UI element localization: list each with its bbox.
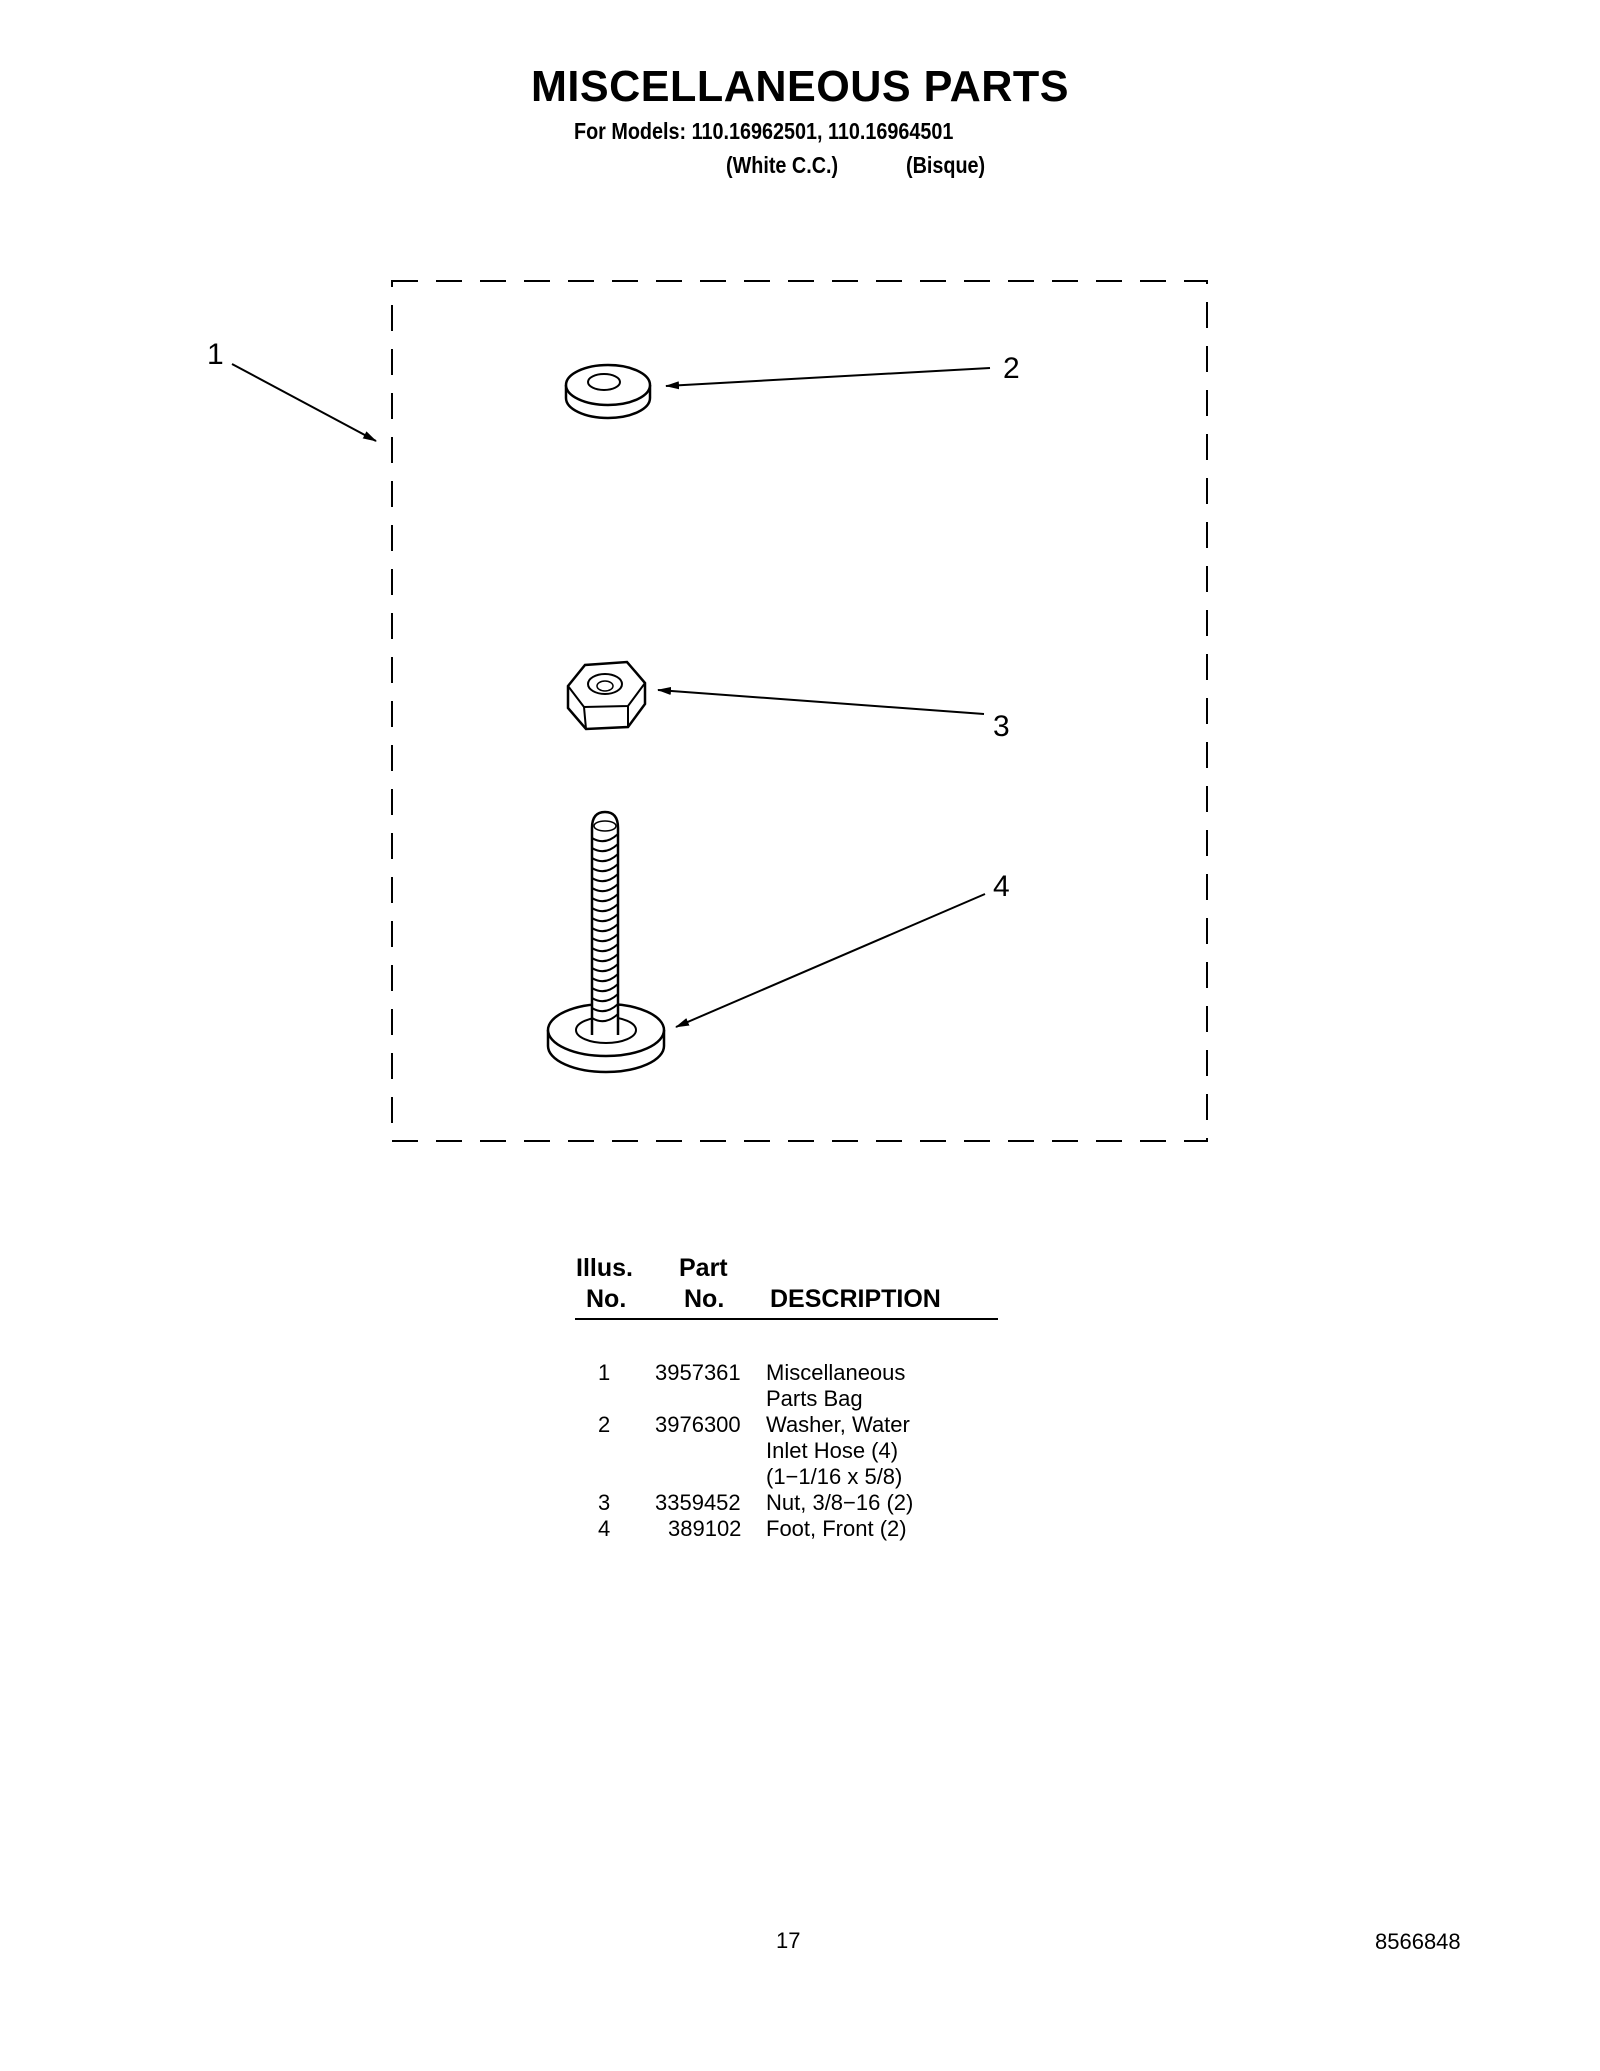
parts-bag-outline [391,280,1208,1142]
row-part-no: 389102 [668,1516,742,1541]
page-number: 17 [776,1928,801,1953]
row-illus-no: 1 [598,1360,611,1385]
callout-4: 4 [993,870,1010,903]
callout-1: 1 [207,338,224,371]
row-description: (1−1/16 x 5/8) [766,1464,903,1489]
document-number: 8566848 [1375,1929,1461,1954]
leader-line-2 [665,367,991,390]
leader-line-1 [231,363,377,442]
hex-nut-icon [566,660,647,731]
header-illus-line1: Illus. [576,1254,633,1282]
row-description: Inlet Hose (4) [766,1438,899,1463]
leader-line-3 [657,686,985,715]
leader-line-4 [675,893,986,1028]
models-line: For Models: 110.16962501, 110.16964501 [574,118,954,144]
row-illus-no: 2 [598,1412,611,1437]
row-description: Washer, Water [766,1412,910,1437]
row-illus-no: 3 [598,1490,611,1515]
parts-diagram: 1 2 3 4 [207,280,1208,1142]
model-1-variant: (White C.C.) [726,152,839,178]
row-description: Nut, 3/8−16 (2) [766,1490,914,1515]
row-part-no: 3359452 [655,1490,741,1515]
row-description: Foot, Front (2) [766,1516,907,1541]
callout-3: 3 [993,710,1010,743]
row-description: Parts Bag [766,1386,863,1411]
washer-icon [564,363,652,420]
model-2-variant: (Bisque) [906,152,986,178]
header-rule [575,1318,998,1320]
callout-2: 2 [1003,352,1020,385]
header-part-line1: Part [679,1254,728,1282]
row-illus-no: 4 [598,1516,611,1541]
leveling-foot-icon [546,810,666,1074]
header-illus-line2: No. [586,1285,627,1313]
header-part-line2: No. [684,1285,725,1313]
header-description: DESCRIPTION [770,1285,941,1313]
row-part-no: 3957361 [655,1360,741,1385]
page-title: MISCELLANEOUS PARTS [531,62,1069,111]
row-part-no: 3976300 [655,1412,741,1437]
row-description: Miscellaneous [766,1360,906,1385]
